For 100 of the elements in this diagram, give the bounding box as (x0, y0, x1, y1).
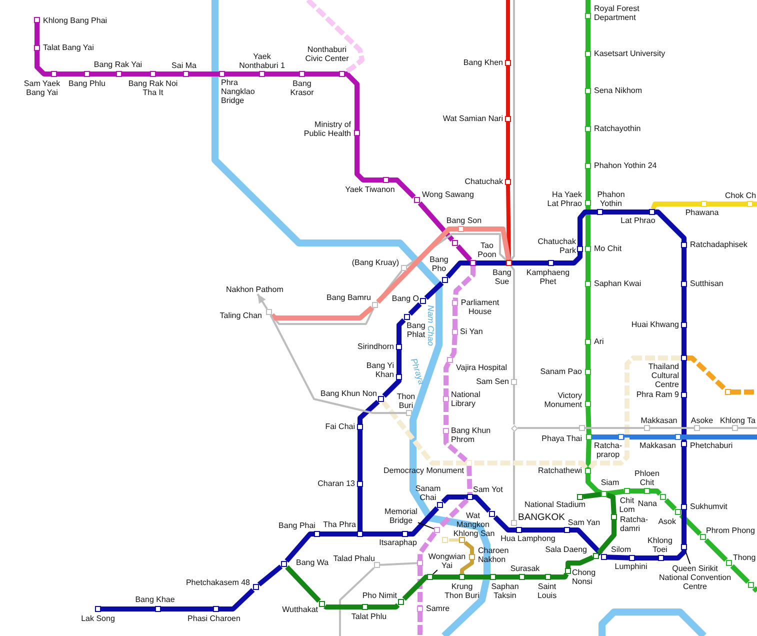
station-marker (585, 369, 591, 375)
station-marker (281, 561, 287, 567)
station-name: Lat Phrao (620, 216, 656, 225)
station-marker (611, 514, 617, 520)
station-marker (505, 116, 511, 122)
rail-line (700, 427, 732, 429)
station-name: Hua Lamphong (500, 534, 556, 543)
rail-line (586, 169, 590, 200)
station-marker (253, 584, 259, 590)
station-name: Thon Buri (396, 392, 416, 410)
station-marker (443, 396, 449, 402)
station-marker (458, 226, 464, 232)
station-name: Asoke (690, 416, 714, 425)
rail-line (438, 498, 469, 529)
rail-line (554, 252, 582, 266)
station-name: Memorial Bridge (384, 507, 418, 525)
station-marker (434, 527, 440, 533)
rail-line (664, 550, 686, 560)
rail-line (324, 604, 362, 610)
station-marker (585, 126, 591, 132)
rail-line (682, 361, 686, 392)
station-name: Yaek Nonthaburi 1 (238, 52, 286, 70)
rail-line (586, 287, 590, 339)
station-marker (585, 401, 591, 407)
rail-line (592, 434, 618, 440)
station-name: Sam Yan (568, 518, 600, 527)
rail-line (265, 72, 299, 76)
station-name: Bang Phlu (68, 79, 106, 88)
rail-line (506, 122, 510, 179)
rail-line (606, 554, 630, 560)
rail-line (284, 532, 314, 563)
station-name: Ari (594, 337, 604, 346)
station-marker (116, 71, 122, 77)
station-name: Kasetsart University (594, 49, 666, 58)
station-marker (577, 246, 583, 252)
rail-line (418, 532, 437, 560)
station-marker (150, 71, 156, 77)
station-name: Ministry of Public Health (303, 120, 351, 138)
rail-line (586, 440, 592, 468)
station-name: Bang O (392, 294, 419, 303)
rail-line (466, 466, 472, 494)
rail-line (588, 356, 681, 470)
station-name: Lumphini (614, 562, 648, 571)
station-name: Tha Phra (323, 520, 356, 529)
station-name: Lak Song (81, 614, 115, 623)
station-marker (95, 606, 101, 612)
station-name: Nana (638, 499, 657, 508)
rail-line (418, 566, 422, 606)
station-name: Tao Poon (477, 241, 497, 259)
station-name: Bang Khae (135, 595, 175, 604)
destination-label: Nakhon Pathom (226, 285, 284, 294)
rail-line (650, 427, 694, 429)
station-name: Ratchayothin (594, 124, 641, 133)
station-name: Bang Pho (429, 255, 449, 273)
rail-line (456, 244, 472, 262)
station-name: Bang Son (446, 216, 482, 225)
station-marker (34, 45, 40, 51)
rail-line (682, 248, 686, 281)
station-marker (681, 441, 687, 447)
station-marker (213, 606, 219, 612)
station-name: Talat Bang Yai (43, 43, 94, 52)
rail-line (586, 206, 590, 246)
rail-line (358, 430, 362, 481)
rail-line (444, 434, 468, 462)
station-name: Sai Ma (172, 61, 196, 70)
rail-line (363, 532, 402, 536)
station-marker (417, 606, 423, 612)
station-name: Bang Rak Noi Tha It (128, 79, 178, 97)
rail-line (396, 318, 406, 344)
station-marker (398, 599, 404, 605)
station-marker (681, 504, 687, 510)
station-name: Ratcha- damri (620, 515, 649, 533)
rail-line (664, 498, 677, 511)
station-name: Sutthisan (690, 279, 724, 288)
station-marker (511, 520, 517, 526)
station-name: Bang Khun Phrom (451, 426, 492, 444)
station-marker (506, 260, 512, 266)
rail-line (753, 202, 757, 206)
rail-line (681, 434, 757, 440)
station-name: Phahon Yothin (596, 190, 626, 208)
station-name: BANGKOK (518, 513, 565, 523)
rail-line (464, 540, 474, 554)
station-marker (579, 425, 585, 431)
station-name: Sanam Chai (415, 484, 441, 502)
station-marker (420, 298, 426, 304)
station-name: Pho Nimit (362, 591, 397, 600)
station-name: Phetchaburi (690, 441, 733, 450)
station-marker (505, 179, 511, 185)
station-name: Sam Yot (473, 485, 503, 494)
rail-line (344, 72, 360, 130)
rail-line (586, 345, 590, 369)
station-marker (401, 265, 407, 271)
station-marker (586, 434, 592, 440)
station-marker (374, 562, 380, 568)
rail-line (122, 72, 150, 76)
rail-line (586, 94, 590, 126)
rail-line (444, 362, 451, 396)
station-marker (339, 71, 345, 77)
station-marker (447, 357, 453, 363)
station-marker (354, 130, 360, 136)
